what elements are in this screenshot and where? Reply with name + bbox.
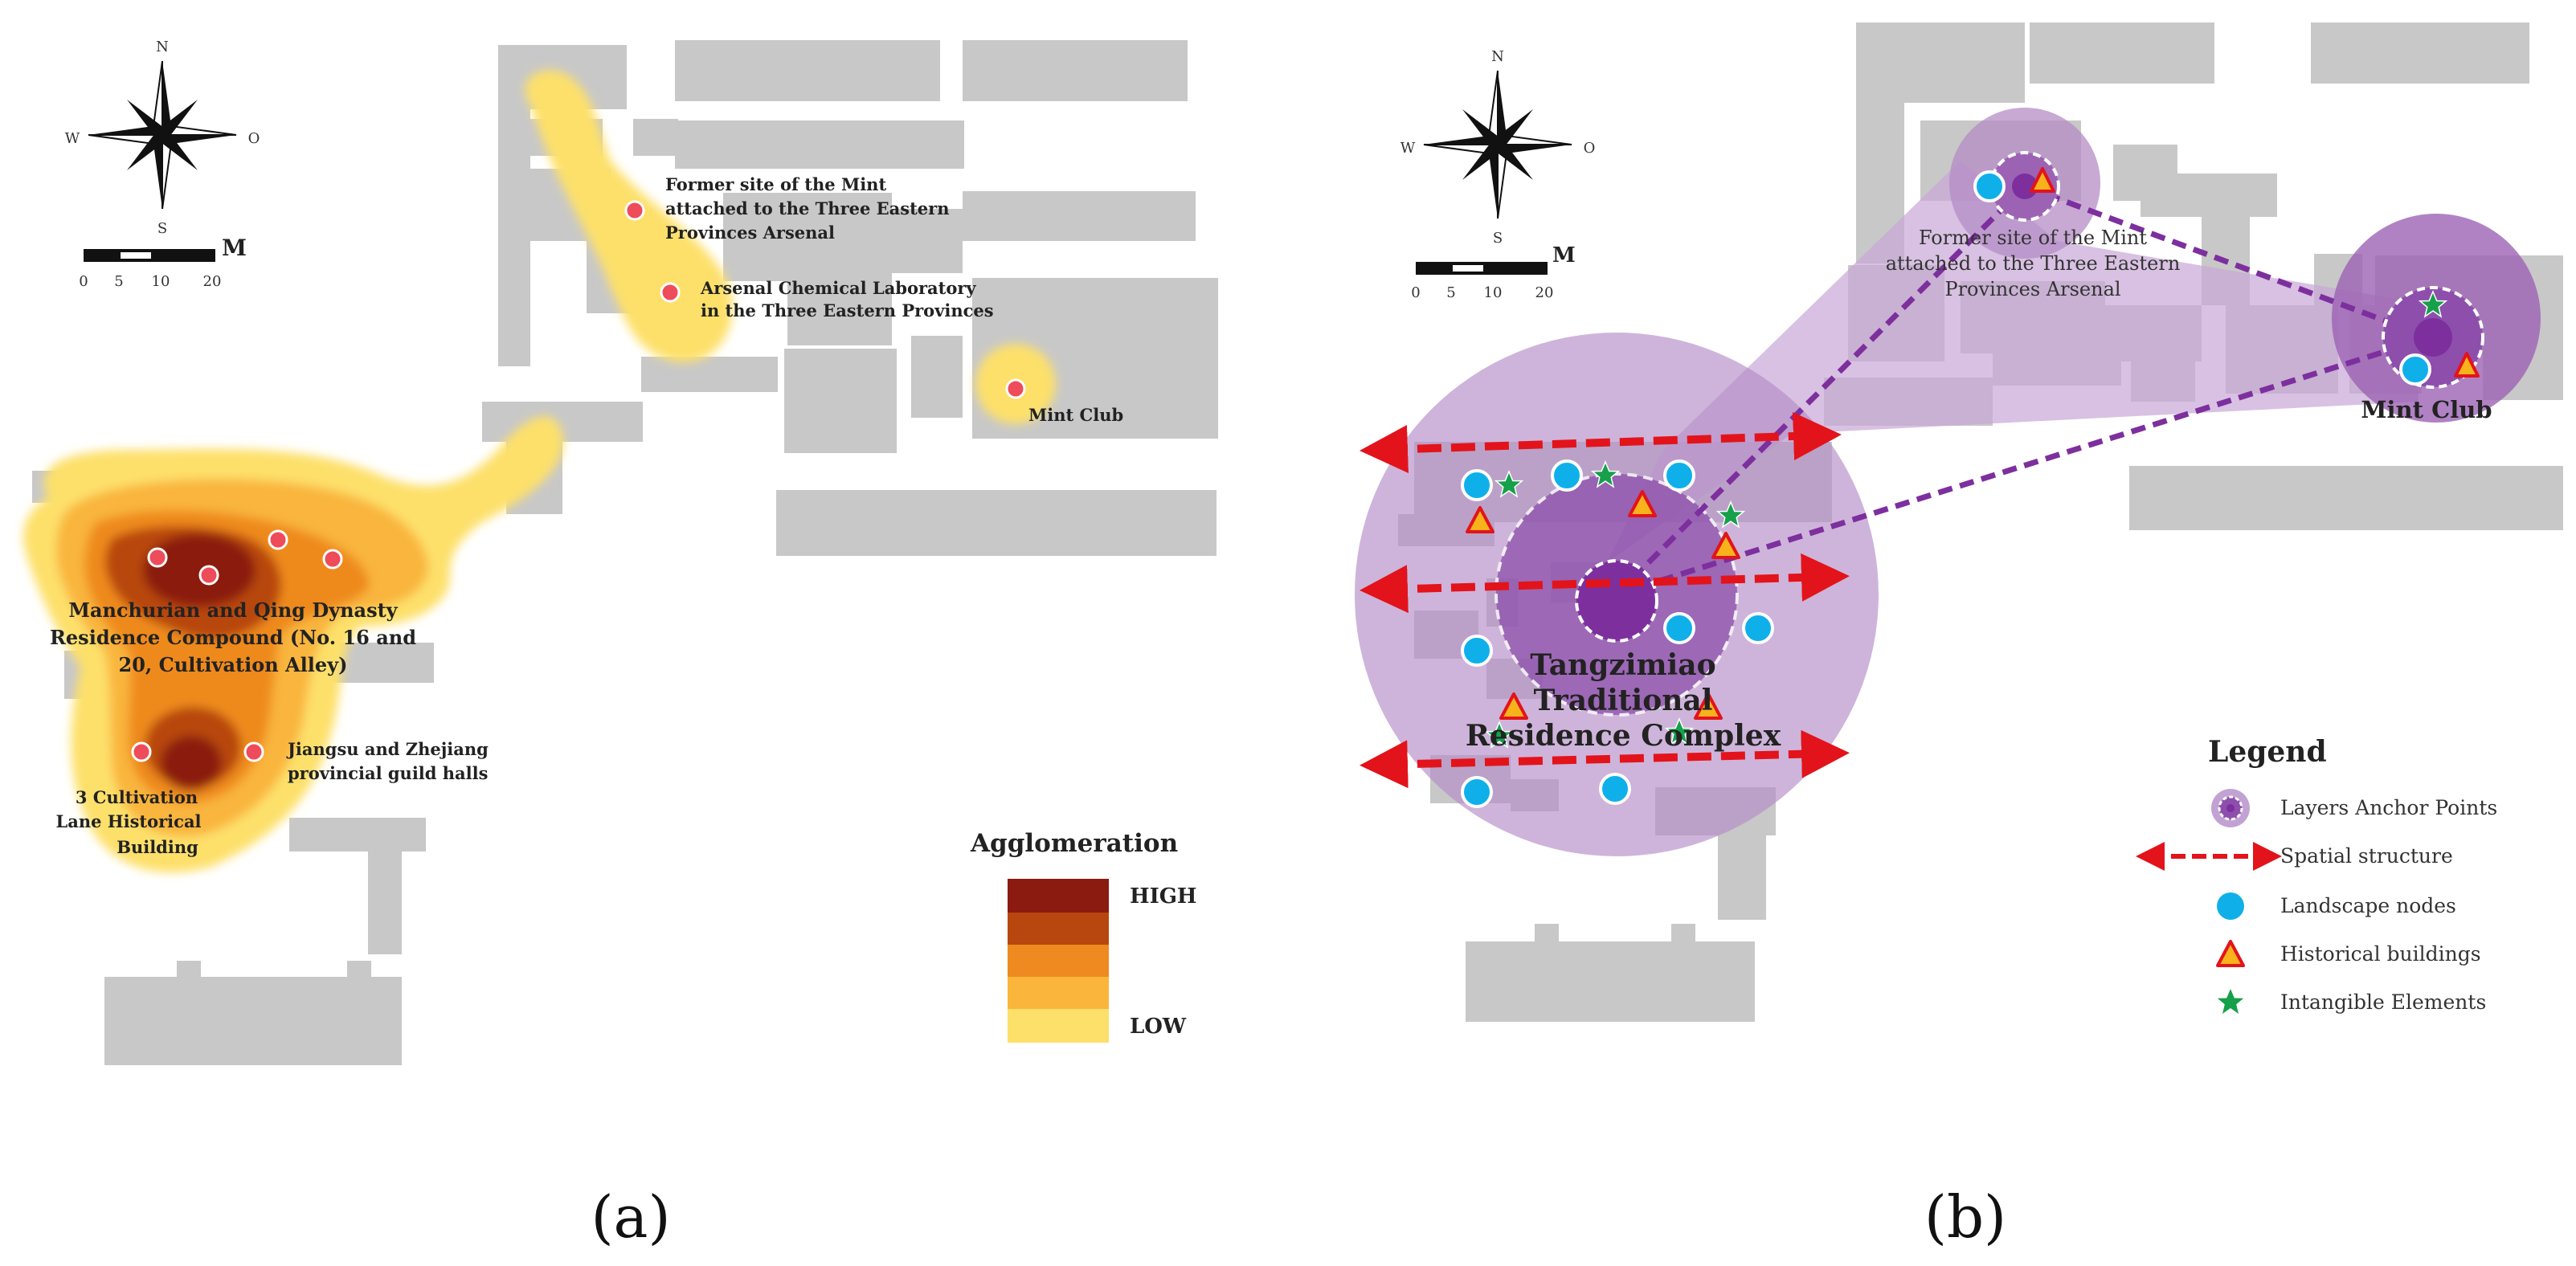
label-manchurian-line3: 20, Cultivation Alley) — [119, 653, 348, 676]
label-b-tz-line3: Residence Complex — [1466, 719, 1781, 753]
legend-item-landscape: Landscape nodes — [2280, 894, 2456, 917]
label-jiangsu-line2: provincial guild halls — [288, 763, 488, 783]
legend-swatch-2 — [1008, 913, 1109, 945]
spatial-arrow-middle[interactable] — [1360, 553, 1850, 614]
layers-anchor-point-icon — [2211, 789, 2250, 827]
compass-e-a: O — [248, 130, 260, 147]
point-manchurian-3[interactable] — [268, 529, 288, 550]
legend-b: Legend Layers Anchor Points Spatial stru… — [2136, 735, 2497, 1014]
label-manchurian-line2: Residence Compound (No. 16 and — [50, 626, 416, 649]
label-lab-line1: Arsenal Chemical Laboratory — [700, 278, 976, 298]
panel-caption-a: (a) — [591, 1183, 670, 1251]
scale-tick-10-a: 10 — [152, 273, 170, 290]
panel-caption-b: (b) — [1924, 1183, 2006, 1251]
point-manchurian-2[interactable] — [198, 565, 219, 586]
legend-swatch-low — [1008, 1009, 1109, 1043]
label-b-mint-site-line2: attached to the Three Eastern — [1886, 252, 2181, 275]
compass-n-a: N — [156, 39, 169, 55]
compass-w-b: W — [1400, 140, 1416, 157]
map-labels-b: Former site of the Mint attached to the … — [1466, 227, 2492, 753]
point-cultivation[interactable] — [131, 741, 152, 762]
legend-swatch-high — [1008, 879, 1109, 913]
label-cultivation-line3: Building — [117, 837, 198, 857]
spatial-arrow-top[interactable] — [1360, 412, 1842, 473]
scale-tick-20-b: 20 — [1535, 284, 1554, 301]
legend-swatch-4 — [1008, 977, 1109, 1009]
connector-zone — [1607, 161, 2419, 562]
label-b-tz-line2: Traditional — [1534, 684, 1713, 717]
historical-building-icon — [2216, 940, 2245, 967]
legend-swatch-3 — [1008, 945, 1109, 977]
label-mint-site-line3: Provinces Arsenal — [665, 223, 835, 243]
map-labels-a: Former site of the Mint attached to the … — [50, 174, 1123, 857]
compass-e-b: O — [1584, 140, 1596, 157]
legend-item-historical: Historical buildings — [2280, 942, 2481, 966]
compass-s-b: S — [1493, 230, 1503, 247]
label-b-mint-club: Mint Club — [2361, 396, 2492, 423]
spatial-arrow-bottom[interactable] — [1360, 729, 1850, 789]
anchor-tangzimiao[interactable] — [1575, 559, 1658, 643]
compass-w-a: W — [65, 130, 80, 147]
legend-title-b: Legend — [2208, 735, 2327, 769]
legend-item-intangible: Intangible Elements — [2280, 990, 2486, 1014]
legend-high-label: HIGH — [1130, 884, 1197, 909]
legend-agglomeration: Agglomeration HIGH LOW — [970, 829, 1197, 1043]
compass-n-b: N — [1491, 48, 1504, 65]
point-mint-club[interactable] — [1005, 378, 1026, 399]
label-b-mint-site-line1: Former site of the Mint — [1919, 227, 2147, 249]
point-manchurian-1[interactable] — [147, 547, 168, 568]
scale-bar-b: M 0 5 10 20 — [1411, 243, 1576, 301]
label-cultivation-line2: Lane Historical — [55, 811, 201, 831]
label-mint-site-line1: Former site of the Mint — [665, 174, 886, 194]
compass-s-a: S — [157, 220, 167, 237]
intangible-element-icon — [2217, 989, 2244, 1014]
point-arsenal-lab[interactable] — [660, 282, 681, 303]
scale-unit-a: M — [222, 235, 247, 261]
compass-rose-a: N S W O — [65, 39, 260, 237]
label-mint-site-line2: attached to the Three Eastern — [665, 198, 950, 218]
historical-buildings — [1466, 167, 2480, 720]
legend-item-anchor: Layers Anchor Points — [2280, 796, 2497, 819]
spatial-structure-arrows — [1360, 412, 1850, 789]
label-jiangsu-line1: Jiangsu and Zhejiang — [286, 739, 489, 759]
label-b-mint-site-line3: Provinces Arsenal — [1944, 278, 2120, 300]
label-cultivation-line1: 3 Cultivation — [76, 787, 198, 807]
legend-low-label: LOW — [1130, 1015, 1187, 1039]
scale-tick-10-b: 10 — [1484, 284, 1503, 301]
label-b-tz-line1: Tangzimiao — [1530, 648, 1715, 682]
scale-unit-b: M — [1552, 243, 1576, 267]
label-lab-line2: in the Three Eastern Provinces — [701, 300, 994, 321]
scale-bar-a: M 0 5 10 20 — [79, 235, 247, 290]
scale-tick-20-a: 20 — [203, 273, 222, 290]
scale-tick-5-b: 5 — [1446, 284, 1455, 301]
panel-b: Former site of the Mint attached to the … — [1355, 22, 2563, 1251]
legend-item-spatial: Spatial structure — [2280, 844, 2453, 868]
scale-tick-5-a: 5 — [114, 273, 123, 290]
anchor-connections — [1614, 183, 2431, 598]
legend-title-a: Agglomeration — [970, 829, 1178, 858]
landscape-node-icon — [2217, 892, 2244, 920]
scale-tick-0-a: 0 — [79, 273, 88, 290]
point-mint-site[interactable] — [624, 200, 645, 221]
scale-tick-0-b: 0 — [1411, 284, 1420, 301]
point-jiangsu[interactable] — [243, 741, 264, 762]
heritage-points-a — [131, 200, 1026, 762]
label-mint-club: Mint Club — [1028, 405, 1123, 425]
anchor-mint-club-core — [2414, 318, 2452, 357]
intangible-elements — [1484, 290, 2448, 749]
landscape-nodes — [1461, 170, 2431, 808]
point-manchurian-4[interactable] — [322, 549, 343, 570]
panel-a: Former site of the Mint attached to the … — [23, 39, 1218, 1251]
label-manchurian-line1: Manchurian and Qing Dynasty — [68, 598, 398, 622]
compass-rose-b: N S W O — [1400, 48, 1596, 247]
